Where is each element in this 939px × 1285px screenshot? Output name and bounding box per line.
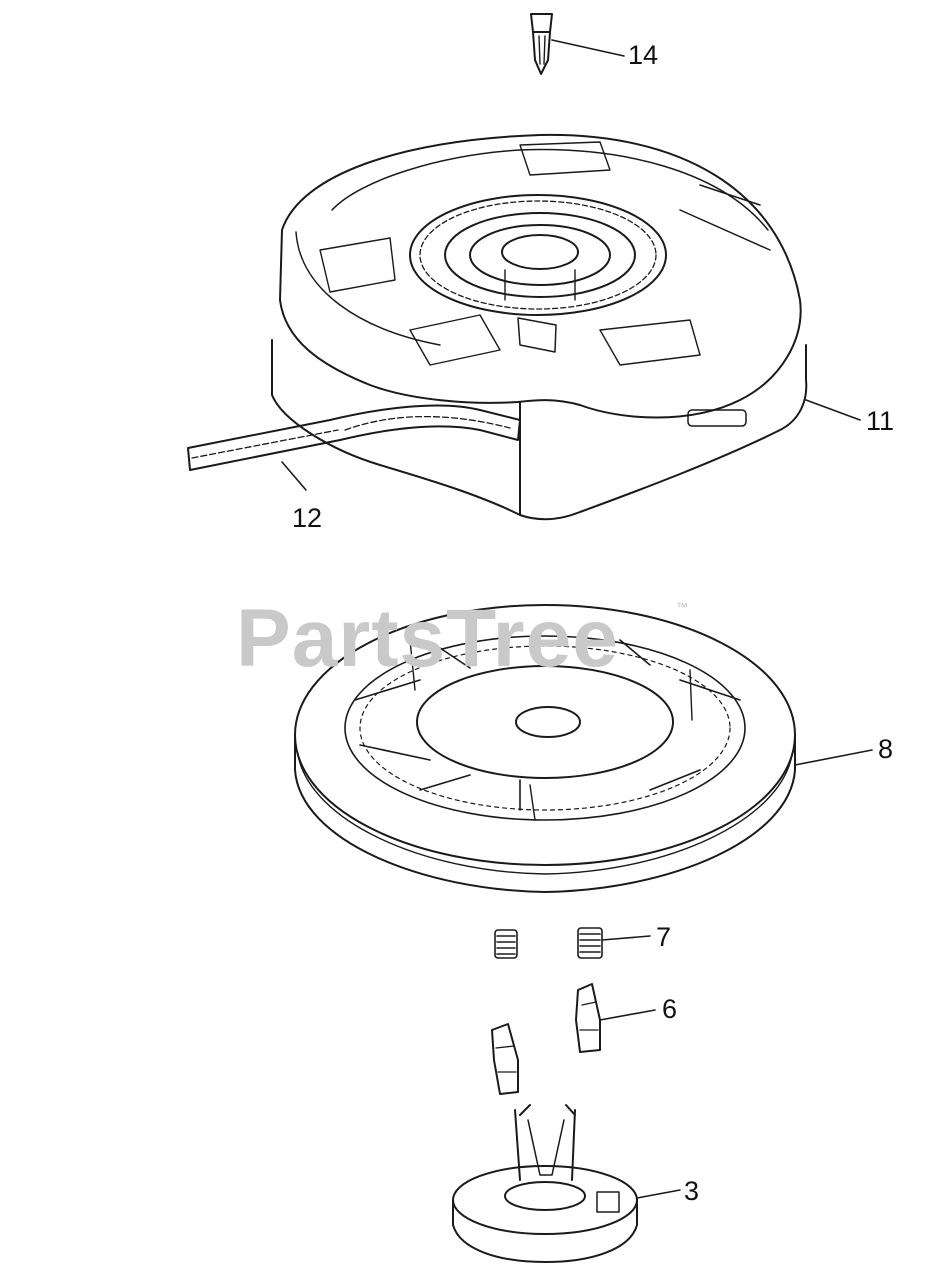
callout-3[interactable]: 3 — [684, 1176, 700, 1206]
leader-14 — [551, 39, 625, 57]
watermark-logo: PartsTree — [236, 593, 619, 684]
callout-6[interactable]: 6 — [662, 994, 678, 1024]
part-6-pawls[interactable] — [491, 983, 601, 1095]
callout-11[interactable]: 11 — [866, 406, 895, 436]
callout-12[interactable]: 12 — [292, 503, 323, 533]
callout-7[interactable]: 7 — [656, 922, 672, 952]
watermark-trademark: ™ — [676, 600, 688, 614]
callout-14[interactable]: 14 — [628, 40, 659, 70]
leader-7 — [601, 935, 651, 941]
leader-3 — [636, 1189, 681, 1199]
leader-6 — [599, 1009, 656, 1021]
leader-8 — [794, 749, 873, 766]
part-12-starter-rope[interactable] — [187, 404, 521, 471]
part-8-pulley[interactable] — [294, 604, 796, 893]
part-14-pin[interactable] — [530, 13, 553, 75]
leader-12 — [281, 461, 307, 491]
leader-11 — [805, 399, 861, 421]
callout-8[interactable]: 8 — [878, 734, 894, 764]
part-11-starter-housing[interactable] — [271, 133, 808, 521]
part-3-starter-cup[interactable] — [452, 1104, 638, 1263]
part-7-springs[interactable] — [494, 927, 603, 959]
